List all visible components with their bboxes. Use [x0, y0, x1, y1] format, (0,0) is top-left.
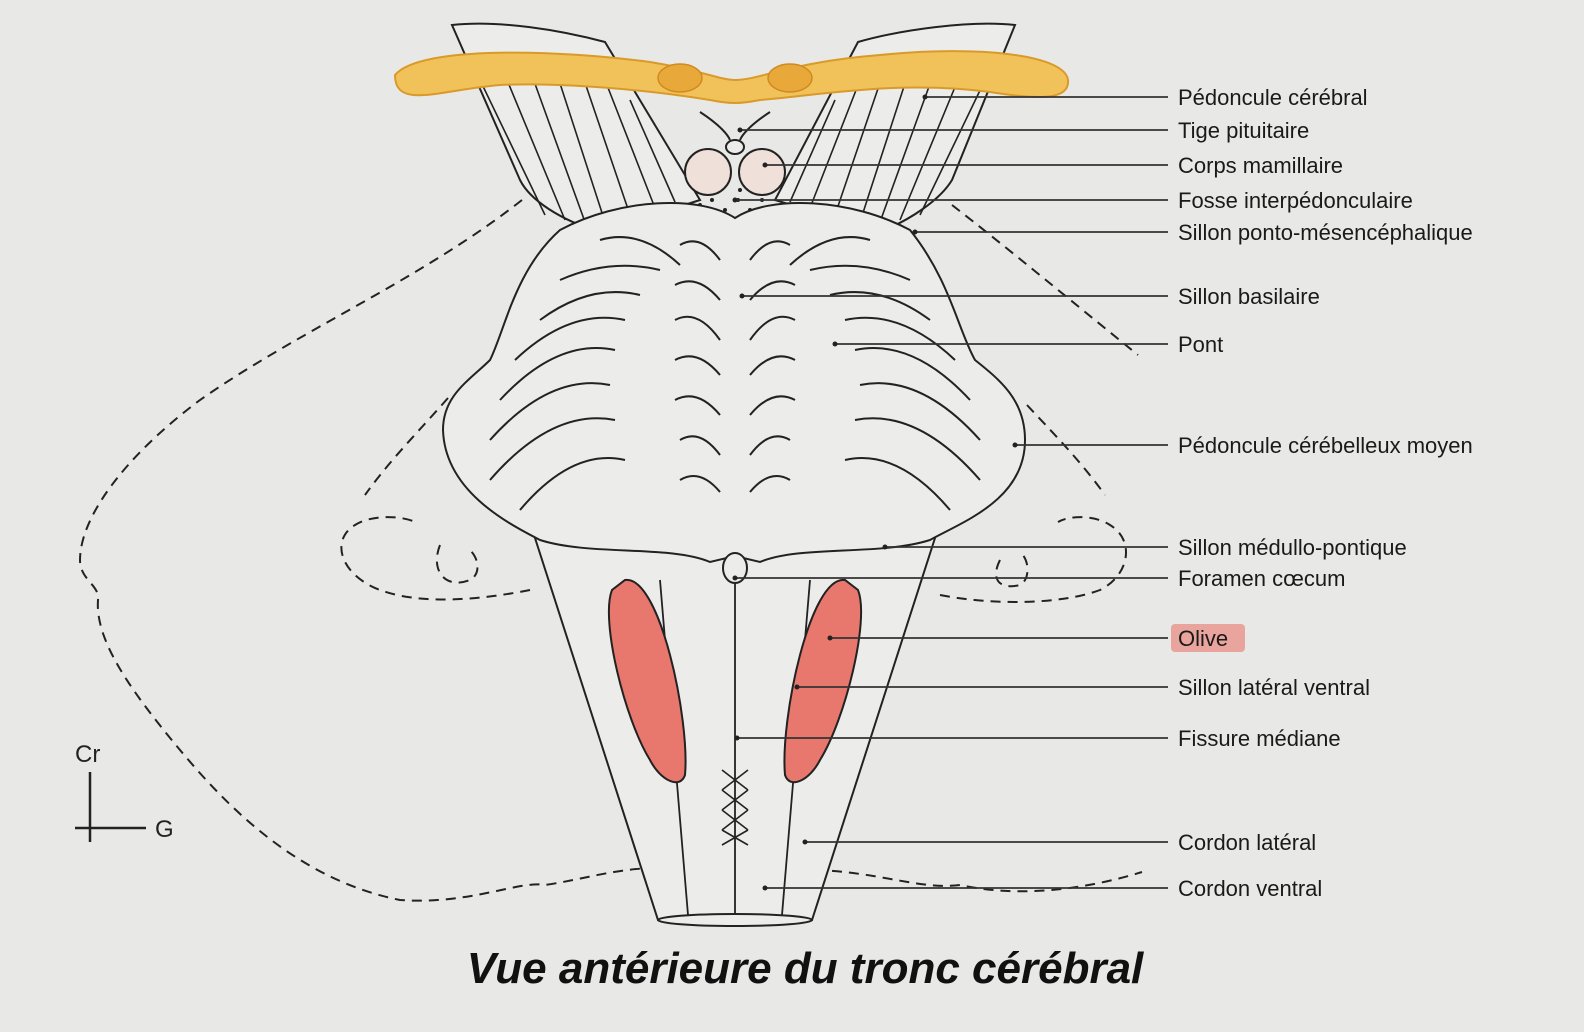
olives	[608, 578, 862, 784]
pons-striation	[749, 240, 791, 261]
pons-striation	[854, 417, 981, 481]
pons-striation	[844, 316, 956, 361]
leader-dot	[734, 735, 740, 741]
pons	[441, 201, 1027, 584]
pons-striation	[679, 435, 721, 456]
pons-striation	[674, 355, 721, 376]
pons-striation	[679, 475, 721, 493]
leader-dot	[762, 162, 768, 168]
pons-striation	[674, 395, 721, 416]
label-highlight	[1171, 624, 1245, 652]
pons-striation	[854, 347, 971, 401]
pons-striation	[749, 395, 796, 416]
structure-label: Sillon médullo-pontique	[1178, 535, 1407, 560]
leader-dot	[882, 544, 888, 550]
structure-label: Olive	[1178, 626, 1228, 651]
leader-dot	[922, 94, 928, 100]
orientation-left: G	[155, 816, 174, 843]
orientation-cranial: Cr	[75, 741, 100, 768]
structure-label: Pédoncule cérébelleux moyen	[1178, 433, 1473, 458]
leader-dot	[827, 635, 833, 641]
pons-striation	[539, 291, 641, 321]
structure-label: Cordon ventral	[1178, 876, 1322, 901]
pons-striation	[674, 280, 721, 301]
orientation-indicator: Cr G	[75, 741, 174, 843]
structure-label: Sillon latéral ventral	[1178, 675, 1370, 700]
leader-dot	[832, 341, 838, 347]
structure-label: Corps mamillaire	[1178, 153, 1343, 178]
pons-striation	[519, 457, 626, 511]
structure-label: Pont	[1178, 332, 1223, 357]
leader-dot	[732, 575, 738, 581]
medulla	[533, 537, 937, 927]
pons-striation	[749, 475, 791, 493]
pons-striation	[789, 236, 871, 266]
pons-striation	[809, 264, 911, 281]
pons-striation	[489, 382, 611, 441]
pons-striation	[859, 382, 981, 441]
structure-label: Pédoncule cérébral	[1178, 85, 1368, 110]
leader-dot	[802, 839, 808, 845]
pons-striation	[749, 355, 796, 376]
leader-dot	[1012, 442, 1018, 448]
label-leaders	[732, 94, 1168, 891]
cerebellum-outline	[78, 199, 1143, 902]
pons-striation	[514, 316, 626, 361]
structure-label: Fosse interpédonculaire	[1178, 188, 1413, 213]
leader-dot	[794, 684, 800, 690]
structure-label: Cordon latéral	[1178, 830, 1316, 855]
leader-dot	[762, 885, 768, 891]
structure-label: Tige pituitaire	[1178, 118, 1309, 143]
pons-striation	[599, 236, 681, 266]
leader-dot	[912, 229, 918, 235]
figure-title: Vue antérieure du tronc cérébral	[467, 944, 1144, 993]
pons-striation	[559, 264, 661, 281]
structure-label: Sillon basilaire	[1178, 284, 1320, 309]
leader-dot	[739, 293, 745, 299]
mammillary-bodies	[684, 111, 786, 196]
structure-label: Foramen cœcum	[1178, 566, 1345, 591]
pons-striation	[499, 347, 616, 401]
structure-label: Sillon ponto-mésencéphalique	[1178, 220, 1473, 245]
leader-dot	[732, 197, 738, 203]
pons-striation	[749, 315, 796, 341]
leader-dot	[737, 127, 743, 133]
pons-striation	[679, 240, 721, 261]
pons-striation	[674, 315, 721, 341]
structure-label: Fissure médiane	[1178, 726, 1341, 751]
pons-striation	[489, 417, 616, 481]
optic-chiasm	[393, 50, 1070, 104]
pons-striation	[844, 457, 951, 511]
pons-striation	[749, 435, 791, 456]
